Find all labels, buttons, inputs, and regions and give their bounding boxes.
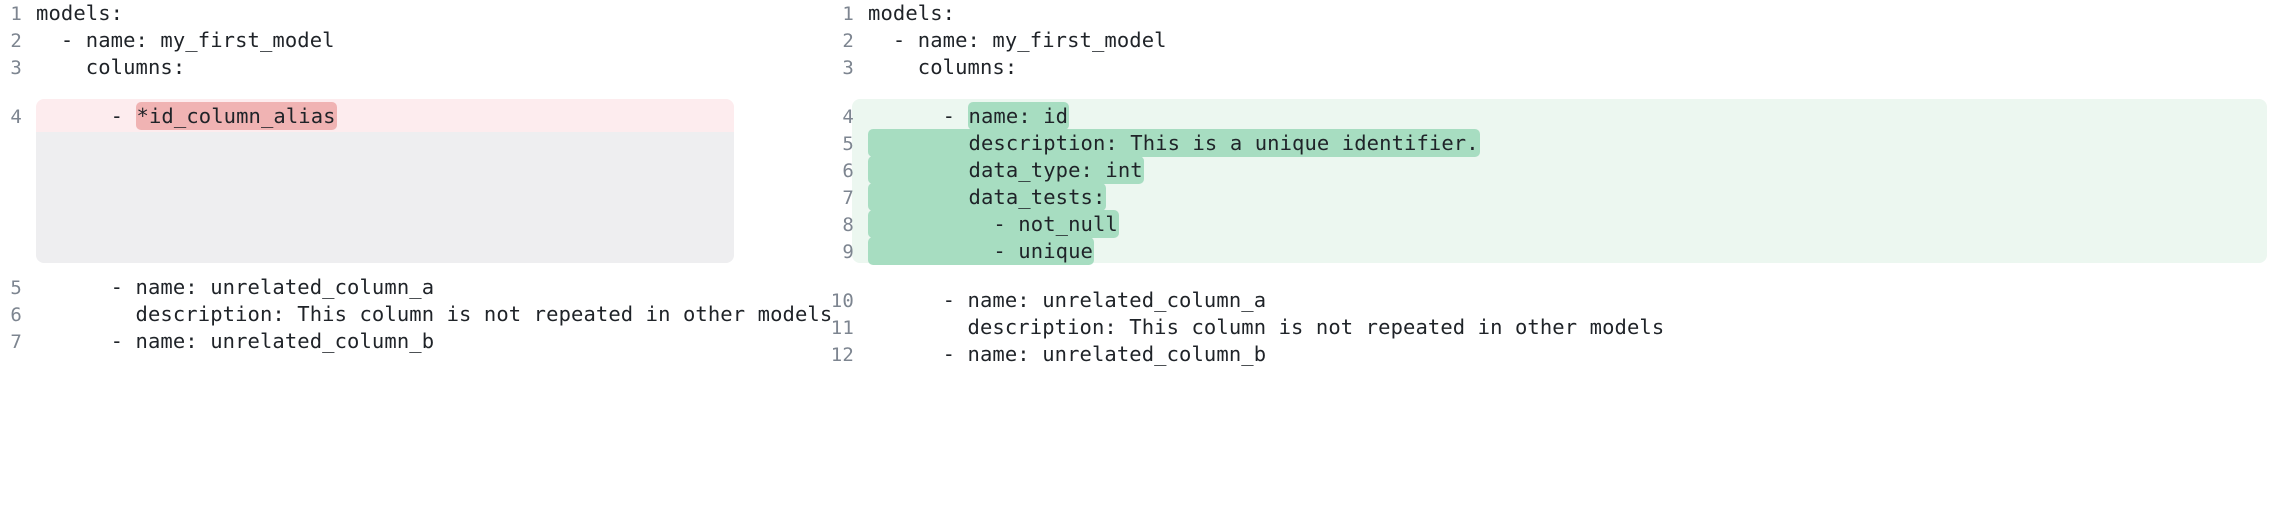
- line-number: 3: [10, 57, 22, 79]
- line-gap: [810, 81, 2278, 103]
- code-line-removed[interactable]: 4 - *id_column_alias: [0, 102, 810, 130]
- added-token: data_tests:: [868, 183, 1107, 211]
- line-source: models:: [36, 1, 124, 25]
- line-number: 1: [10, 3, 22, 25]
- code-line[interactable]: 2 - name: my_first_model: [810, 27, 2278, 54]
- line-source: models:: [868, 1, 956, 25]
- left-code-lines: 1 models: 2 - name: my_first_model 3 col…: [0, 0, 832, 355]
- line-gap: [810, 265, 2278, 287]
- line-number: 7: [10, 331, 22, 353]
- line-source: - *id_column_alias: [36, 102, 810, 130]
- diff-pane-after: 1 models: 2 - name: my_first_model 3 col…: [810, 0, 2278, 528]
- added-token: name: id: [967, 102, 1070, 130]
- added-token: description: This is a unique identifier…: [868, 129, 1480, 157]
- line-source: - name: unrelated_column_a: [36, 275, 435, 299]
- line-number: 4: [10, 106, 22, 128]
- code-line[interactable]: 3 columns:: [810, 54, 2278, 81]
- code-line-added[interactable]: 8 - not_null: [810, 210, 2278, 238]
- line-number: 5: [10, 277, 22, 299]
- line-source: description: This column is not repeated…: [868, 315, 1665, 339]
- line-source: data_type: int: [868, 156, 2278, 184]
- added-token: - not_null: [868, 210, 1119, 238]
- line-number: 11: [830, 317, 854, 339]
- line-source: - name: id: [868, 102, 2278, 130]
- right-code-lines: 1 models: 2 - name: my_first_model 3 col…: [810, 0, 2278, 368]
- line-number: 8: [842, 214, 854, 236]
- line-number: 5: [842, 133, 854, 155]
- code-line[interactable]: 3 columns:: [0, 54, 810, 81]
- line-source: - name: my_first_model: [868, 28, 1167, 52]
- line-number: 3: [842, 57, 854, 79]
- line-source: - not_null: [868, 210, 2278, 238]
- code-line[interactable]: 1 models:: [810, 0, 2278, 27]
- line-number: 12: [830, 344, 854, 366]
- line-prefix: -: [36, 104, 136, 128]
- code-line-added[interactable]: 5 description: This is a unique identifi…: [810, 129, 2278, 157]
- line-number: 4: [842, 106, 854, 128]
- code-line[interactable]: 11 description: This column is not repea…: [810, 314, 2278, 341]
- code-line-added[interactable]: 7 data_tests:: [810, 183, 2278, 211]
- collapsed-gap: [0, 130, 810, 274]
- added-token: data_type: int: [868, 156, 1144, 184]
- line-number: 1: [842, 3, 854, 25]
- code-line-added[interactable]: 9 - unique: [810, 237, 2278, 265]
- line-gap: [0, 81, 810, 103]
- line-number: 9: [842, 241, 854, 263]
- code-line[interactable]: 10 - name: unrelated_column_a: [810, 287, 2278, 314]
- line-number: 2: [842, 30, 854, 52]
- code-line[interactable]: 5 - name: unrelated_column_a: [0, 274, 810, 301]
- line-prefix: -: [868, 104, 968, 128]
- line-source: description: This is a unique identifier…: [868, 129, 2278, 157]
- line-source: - name: unrelated_column_a: [868, 288, 1267, 312]
- line-source: - name: unrelated_column_b: [868, 342, 1267, 366]
- line-number: 6: [842, 160, 854, 182]
- code-line[interactable]: 12 - name: unrelated_column_b: [810, 341, 2278, 368]
- line-source: data_tests:: [868, 183, 2278, 211]
- line-number: 10: [830, 290, 854, 312]
- line-source: columns:: [868, 55, 1018, 79]
- line-source: - name: unrelated_column_b: [36, 329, 435, 353]
- diff-pane-before: 1 models: 2 - name: my_first_model 3 col…: [0, 0, 832, 528]
- code-line-added[interactable]: 4 - name: id: [810, 102, 2278, 130]
- code-line[interactable]: 6 description: This column is not repeat…: [0, 301, 832, 328]
- line-number: 2: [10, 30, 22, 52]
- removed-token: *id_column_alias: [135, 102, 337, 130]
- line-source: description: This column is not repeated…: [36, 302, 833, 326]
- line-source: - name: my_first_model: [36, 28, 335, 52]
- code-line[interactable]: 2 - name: my_first_model: [0, 27, 810, 54]
- code-line-added[interactable]: 6 data_type: int: [810, 156, 2278, 184]
- line-number: 6: [10, 304, 22, 326]
- line-source: - unique: [868, 237, 2278, 265]
- line-source: columns:: [36, 55, 186, 79]
- line-number: 7: [842, 187, 854, 209]
- code-line[interactable]: 1 models:: [0, 0, 810, 27]
- added-token: - unique: [868, 237, 1094, 265]
- code-line[interactable]: 7 - name: unrelated_column_b: [0, 328, 810, 355]
